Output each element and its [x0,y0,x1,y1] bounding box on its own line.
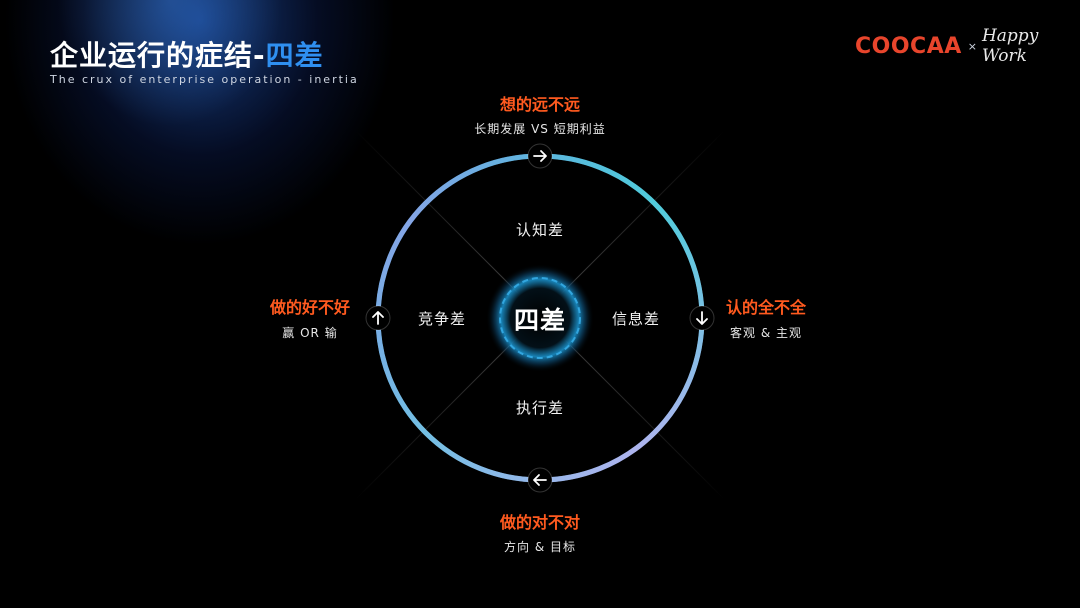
outer-subtitle-left: 赢 OR 输 [282,326,338,340]
arrow-down-icon [689,305,715,331]
inner-label-left: 竞争差 [417,310,466,328]
outer-title-right: 认的全不全 [725,298,806,317]
title-accent: 四差 [265,39,324,72]
logo-tagline: Happy Work [981,26,1039,66]
inner-label-top: 认知差 [515,221,564,239]
outer-title-bottom: 做的对不对 [499,513,580,532]
outer-title-left: 做的好不好 [269,298,350,317]
page-subtitle: The crux of enterprise operation - inert… [50,73,359,86]
center-glow [486,264,594,372]
arrow-left-icon [527,467,553,493]
arrow-up-icon [365,305,391,331]
inner-label-right: 信息差 [611,310,660,328]
page-title: 企业运行的症结-四差 [50,34,324,74]
outer-title-top: 想的远不远 [499,95,580,114]
title-text: 企业运行的症结- [50,39,266,72]
arrow-right-icon [527,143,553,169]
brand-name: COOCAA [855,33,962,59]
brand-logo: COOCAA × Happy Work [855,26,1080,66]
inner-label-bottom: 执行差 [515,399,564,417]
center-ring [499,277,581,359]
center-label: 四差 [513,306,566,335]
outer-subtitle-bottom: 方向 & 目标 [504,540,576,554]
outer-subtitle-top: 长期发展 VS 短期利益 [474,122,606,136]
outer-subtitle-right: 客观 & 主观 [730,326,802,340]
logo-separator: × [967,39,977,53]
